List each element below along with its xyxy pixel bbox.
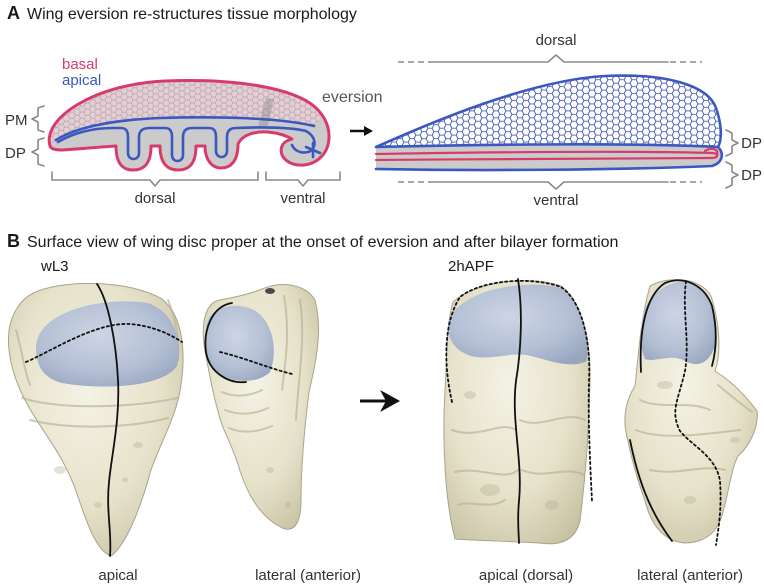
dorsal-label-right: dorsal — [536, 32, 577, 49]
wl3-apical-render — [8, 283, 183, 556]
wl3-lateral-texture — [266, 467, 274, 473]
dp-label-right-bottom: DP — [741, 167, 762, 184]
dp-bracket-right-top — [726, 130, 738, 156]
pm-bracket — [32, 106, 44, 132]
apf-apical-texture — [545, 500, 559, 510]
caption-wl3-apical: apical — [98, 567, 137, 584]
stage-label-2hapf: 2hAPF — [448, 258, 494, 275]
dp-bracket-right-bottom — [726, 162, 738, 188]
wl3-lateral-texture — [285, 501, 291, 509]
apf-lateral-texture — [684, 496, 696, 504]
bilayer-schematic — [376, 76, 722, 170]
wl3-lateral-render — [203, 285, 318, 530]
eversion-label: eversion — [322, 89, 382, 106]
dorsal-bracket-left — [52, 172, 258, 186]
wl3-apical-texture — [122, 478, 128, 483]
legend-basal: basal — [62, 56, 98, 73]
eversion-arrow-icon — [350, 126, 373, 136]
caption-apf-lateral: lateral (anterior) — [637, 567, 743, 584]
development-arrow-icon — [360, 390, 400, 412]
wl3-apical-texture — [94, 502, 102, 508]
apf-apical-texture — [480, 484, 500, 496]
panel-a-letter: A — [7, 3, 20, 23]
legend-apical: apical — [62, 72, 101, 89]
dp-bracket-left — [32, 138, 44, 166]
panel-b-letter: B — [7, 231, 20, 251]
apf-apical-render — [444, 279, 592, 544]
ventral-bracket-left — [266, 172, 340, 186]
caption-apf-apical: apical (dorsal) — [479, 567, 573, 584]
apf-lateral-texture — [657, 381, 673, 389]
wl3-apical-texture — [133, 442, 143, 448]
wl3-lateral-top-mark — [265, 288, 275, 294]
panel-b: B Surface view of wing disc proper at th… — [7, 231, 757, 584]
panel-a: A Wing eversion re-structures tissue mor… — [5, 3, 762, 209]
folded-disc-schematic — [49, 80, 329, 170]
dp-label-right-top: DP — [741, 135, 762, 152]
apf-apical-texture — [464, 391, 476, 399]
dorsal-bracket-right — [432, 55, 668, 62]
ventral-label-left: ventral — [280, 190, 325, 207]
apf-lateral-render — [625, 280, 757, 545]
caption-wl3-lateral: lateral (anterior) — [255, 567, 361, 584]
dp-label-left: DP — [5, 145, 26, 162]
panel-b-title: Surface view of wing disc proper at the … — [27, 234, 618, 251]
ventral-label-right: ventral — [533, 192, 578, 209]
apf-lateral-texture — [730, 437, 740, 443]
dorsal-label-left: dorsal — [135, 190, 176, 207]
pm-label: PM — [5, 112, 28, 129]
stage-label-wl3: wL3 — [40, 258, 69, 275]
dorsal-apical-hex-mesh — [376, 76, 721, 147]
panel-a-title: Wing eversion re-structures tissue morph… — [27, 6, 357, 23]
ventral-bracket-right — [432, 182, 668, 189]
wl3-apical-texture — [54, 466, 66, 474]
